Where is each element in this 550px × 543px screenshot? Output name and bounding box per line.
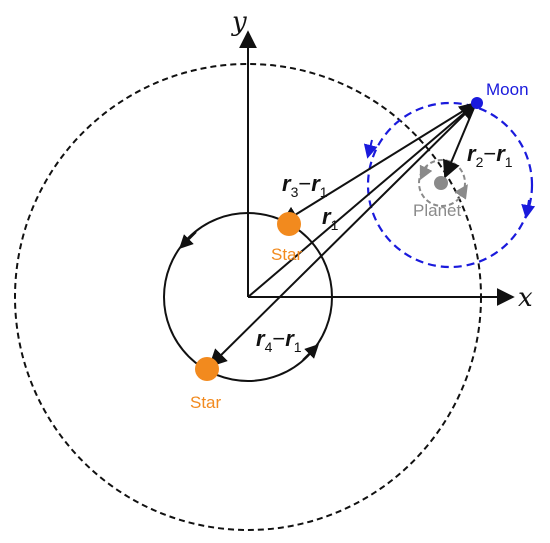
moon-label: Moon <box>486 80 529 99</box>
star-upper-label: Star <box>271 245 303 264</box>
label-r4-minus-r1: r4−r1 <box>256 326 302 355</box>
star-orbit-arrow-lower <box>302 344 319 361</box>
planet <box>434 176 448 190</box>
label-r2-minus-r1: r2−r1 <box>467 141 513 170</box>
x-axis-label: x <box>518 283 533 313</box>
moon-orbit <box>366 101 534 269</box>
star-orbit <box>163 212 333 382</box>
star-orbit-arrow-upper <box>179 231 197 249</box>
star-lower <box>195 357 219 381</box>
star-lower-label: Star <box>190 393 222 412</box>
moon-orbit-arrow-right <box>521 199 536 219</box>
planet-orbit <box>418 159 466 207</box>
label-r1: r1 <box>322 204 339 233</box>
planet-orbit-arrow-right <box>454 184 468 200</box>
vector-r3-minus-r1 <box>280 102 477 224</box>
vector-r4-minus-r1 <box>208 102 477 368</box>
moon <box>471 97 483 109</box>
y-axis-label: y <box>231 7 247 37</box>
planet-orbit-arrow-left <box>419 164 433 181</box>
vector-r2-minus-r1 <box>442 102 477 179</box>
star-upper <box>277 212 301 236</box>
moon-orbit-arrow-left <box>363 139 378 159</box>
vector-r1 <box>247 101 478 298</box>
planet-label: Planet <box>413 201 461 220</box>
label-r3-minus-r1: r3−r1 <box>282 171 328 200</box>
